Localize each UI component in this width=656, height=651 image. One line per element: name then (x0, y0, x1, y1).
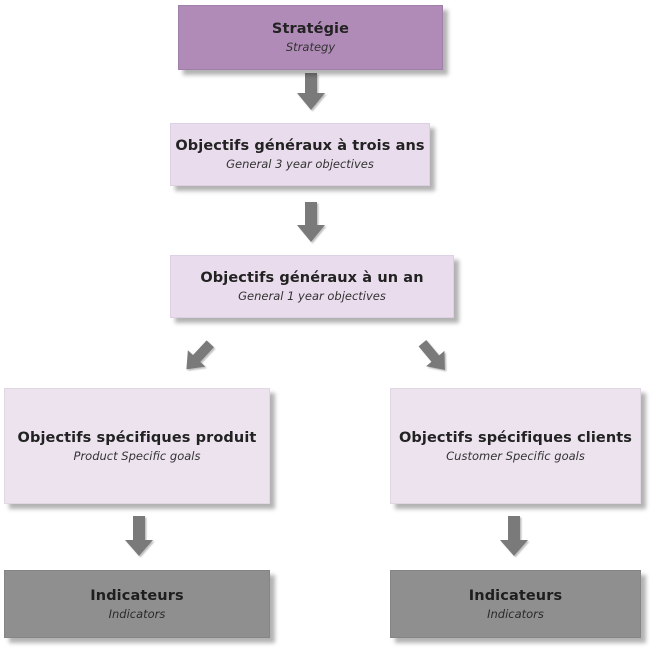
node-strategy-title: Stratégie (271, 21, 350, 37)
node-indicators-left-title: Indicateurs (90, 587, 184, 604)
node-objectives-3-year-title: Objectifs généraux à trois ans (175, 138, 425, 154)
node-objectives-3-year: Objectifs généraux à trois ans General 3… (170, 123, 430, 186)
node-indicators-left: Indicateurs Indicators (4, 570, 270, 638)
node-indicators-right-title: Indicateurs (468, 587, 563, 604)
node-product-goals: Objectifs spécifiques produit Product Sp… (4, 388, 270, 504)
node-client-goals: Objectifs spécifiques clients Customer S… (390, 388, 641, 504)
node-indicators-right-subtitle: Indicators (487, 606, 544, 621)
node-strategy-subtitle: Strategy (285, 40, 336, 54)
node-objectives-1-year: Objectifs généraux à un an General 1 yea… (170, 255, 454, 318)
arrow-clients-to-indicators (500, 516, 528, 556)
node-objectives-3-year-subtitle: General 3 year objectives (226, 157, 374, 171)
node-product-goals-subtitle: Product Specific goals (73, 448, 201, 463)
arrow-3year-to-1year (297, 202, 325, 242)
arrow-1year-to-clients (418, 339, 445, 371)
node-objectives-1-year-subtitle: General 1 year objectives (238, 289, 386, 303)
node-strategy: Stratégie Strategy (178, 5, 443, 70)
node-objectives-1-year-title: Objectifs généraux à un an (200, 270, 424, 286)
arrow-product-to-indicators (125, 516, 153, 556)
arrow-1year-to-product (186, 340, 214, 370)
node-client-goals-subtitle: Customer Specific goals (446, 448, 585, 463)
node-product-goals-title: Objectifs spécifiques produit (17, 429, 257, 446)
node-indicators-right: Indicateurs Indicators (390, 570, 641, 638)
node-indicators-left-subtitle: Indicators (108, 606, 166, 621)
arrow-strategy-to-3year (297, 73, 325, 110)
node-client-goals-title: Objectifs spécifiques clients (398, 429, 633, 446)
